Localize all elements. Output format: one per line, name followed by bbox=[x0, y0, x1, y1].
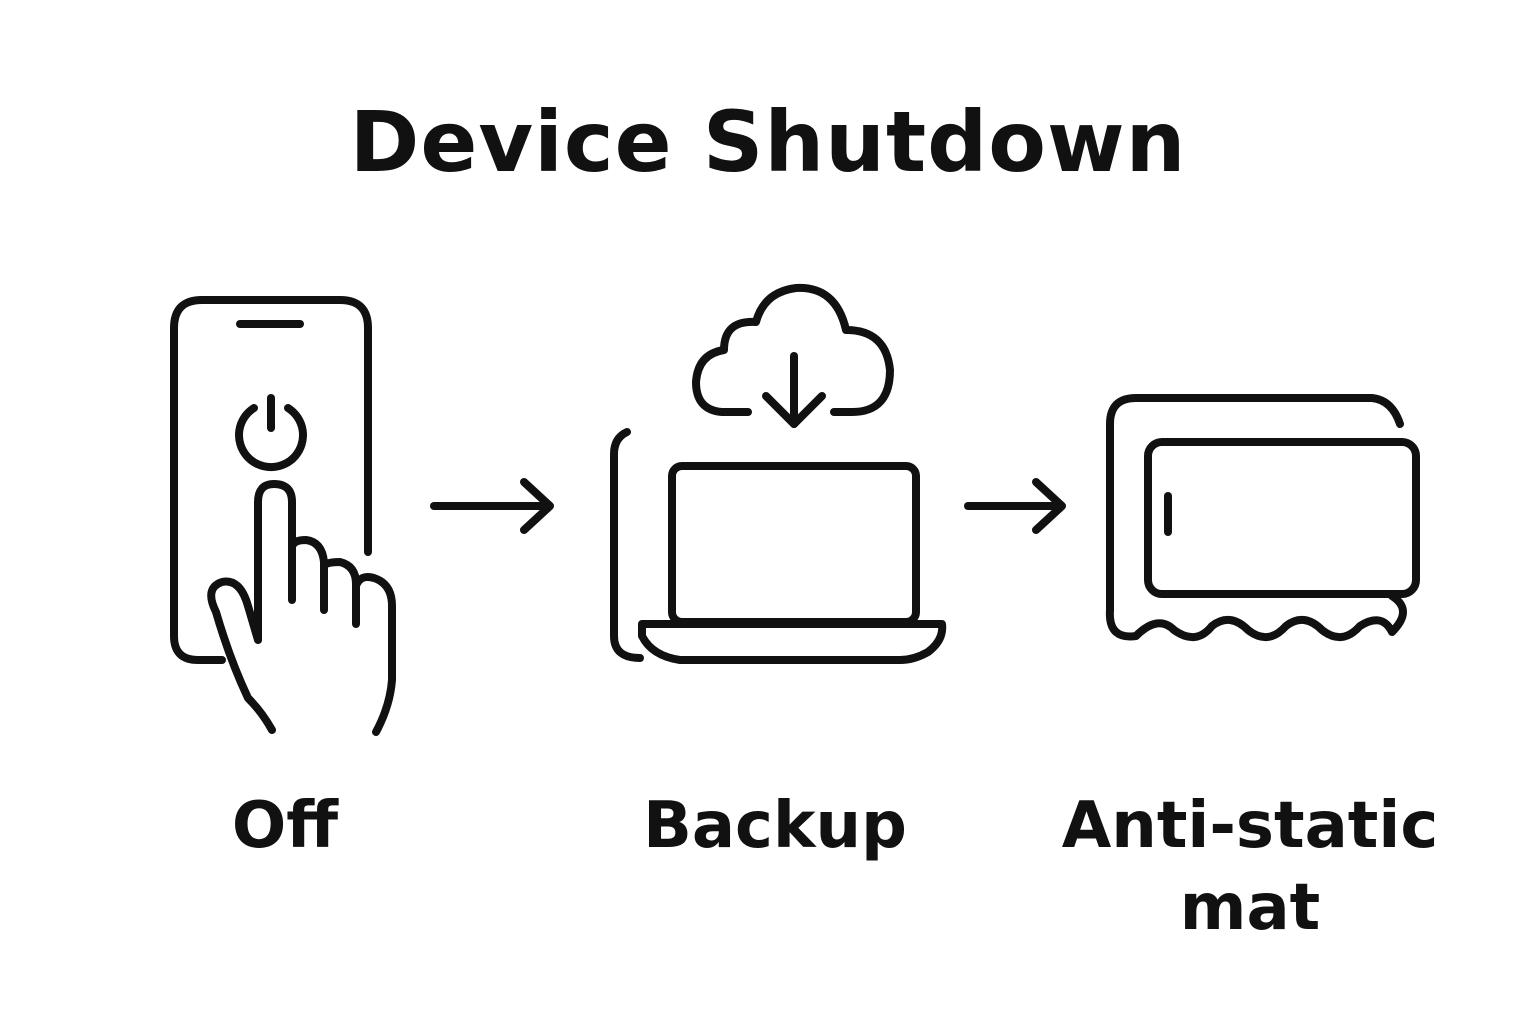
phone-power-press-icon bbox=[170, 296, 396, 736]
cloud-download-icon bbox=[692, 283, 894, 428]
device-on-antistatic-mat-icon bbox=[1105, 394, 1420, 641]
step-label-line: Anti-static bbox=[1061, 789, 1439, 863]
step-label-line: mat bbox=[1179, 871, 1321, 945]
arrow-right-icon bbox=[430, 478, 554, 534]
arrow-right-icon bbox=[964, 478, 1066, 534]
laptop-icon bbox=[610, 428, 947, 664]
tablet-icon bbox=[1144, 438, 1420, 598]
step-label-off: Off bbox=[231, 789, 339, 863]
pointing-hand-icon bbox=[207, 480, 396, 736]
step-label-anti-static-mat: Anti-static mat bbox=[1060, 785, 1440, 949]
laptop-cloud-download-icon bbox=[610, 283, 947, 664]
step-label-backup: Backup bbox=[643, 789, 907, 863]
diagram-title: Device Shutdown bbox=[349, 93, 1187, 191]
power-icon bbox=[235, 394, 307, 472]
